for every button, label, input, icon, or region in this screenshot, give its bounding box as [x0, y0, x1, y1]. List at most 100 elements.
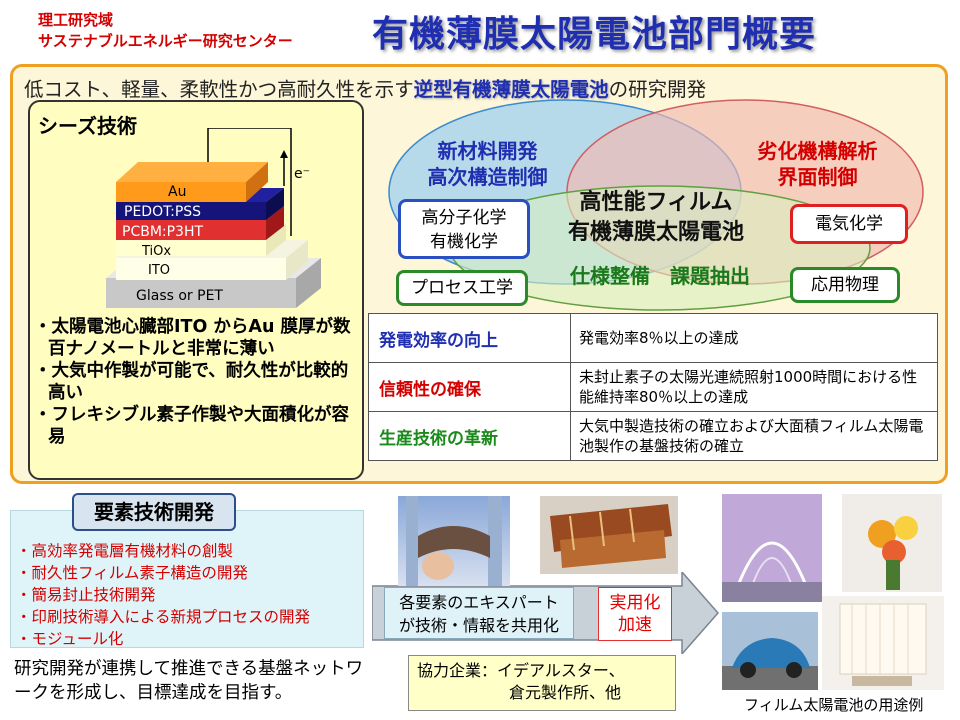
headline-suffix: の研究開発	[608, 78, 707, 101]
list-item: ・簡易封止技術開発	[16, 586, 156, 604]
partners-line1: 協力企業：イデアルスター、	[417, 661, 625, 680]
list-item: ・印刷技術導入による新規プロセスの開発	[16, 608, 311, 626]
goal-value: 未封止素子の太陽光連続照射1000時間における性能維持率80％以上の達成	[570, 362, 938, 412]
au-layer-front	[116, 182, 246, 202]
headline-prefix: 低コスト、軽量、柔軟性かつ高耐久性を示す	[24, 78, 414, 101]
venn-label-center: 高性能フィルム 有機薄膜太陽電池	[556, 188, 756, 248]
pedot-layer-front	[116, 202, 266, 220]
commercialization-line2: 加速	[618, 615, 652, 635]
vase	[886, 560, 900, 590]
flower	[868, 520, 896, 548]
venn-label-specification: 仕様整備 課題抽出	[570, 264, 750, 288]
goal-value: 大気中製造技術の確立および大面積フィルム太陽電池製作の基盤技術の確立	[570, 411, 938, 461]
photo-caption: フィルム太陽電池の用途例	[744, 696, 924, 714]
network-statement: 研究開発が連携して推進できる基盤ネットワークを形成し、目標達成を目指す。	[14, 659, 364, 703]
seeds-bullet: ・太陽電池心臓部ITO からAu 膜厚が数百ナノメートルと非常に薄い	[34, 317, 351, 359]
element-tech-list: ・高効率発電層有機材料の創製 ・耐久性フィルム素子構造の開発 ・簡易封止技術開発…	[16, 540, 310, 650]
layer-label-pcbm: PCBM:P3HT	[122, 224, 203, 240]
page-title: 有機薄膜太陽電池部門概要	[372, 14, 817, 55]
goal-key: 信頼性の確保	[368, 362, 571, 412]
expert-sharing-box: 各要素のエキスパート が技術・情報を共用化	[384, 587, 574, 639]
venn-label-materials-line1: 新材料開発	[437, 139, 538, 163]
seeds-bullets: ・太陽電池心臓部ITO からAu 膜厚が数百ナノメートルと非常に薄い ・大気中作…	[28, 316, 364, 448]
organization-name: 理工研究域 サステナブルエネルギー研究センター	[38, 10, 293, 52]
venn-label-materials: 新材料開発 高次構造制御	[410, 138, 565, 190]
box-polymer-chemistry: 高分子化学 有機化学	[398, 199, 530, 259]
cell-stripe	[599, 511, 605, 547]
photo-glass-arcade	[722, 494, 822, 602]
road	[722, 666, 818, 690]
goal-key: 発電効率の向上	[368, 313, 571, 363]
venn-diagram	[388, 99, 924, 311]
goals-table: 発電効率の向上 発電効率8％以上の達成 信頼性の確保 未封止素子の太陽光連続照射…	[368, 313, 938, 461]
venn-label-degradation-line1: 劣化機構解析	[757, 139, 878, 163]
element-tech-panel	[10, 510, 364, 648]
venn-label-degradation-line2: 界面制御	[777, 165, 858, 189]
wheel	[786, 662, 802, 678]
partners-box: 協力企業：イデアルスター、 倉元製作所、他	[408, 655, 676, 711]
device-stack-diagram: e⁻ Au PEDOT:PSS PCBM:P3HT TiOx ITO Glass…	[106, 128, 321, 308]
table-row: 生産技術の革新 大気中製造技術の確立および大面積フィルム太陽電池製作の基盤技術の…	[368, 411, 938, 461]
venn-label-materials-line2: 高次構造制御	[427, 165, 548, 189]
pcbm-layer-front	[116, 220, 266, 240]
electron-label: e⁻	[294, 166, 310, 182]
box-polymer-line2: 有機化学	[430, 232, 498, 252]
building-column	[406, 496, 418, 586]
org-line-1: 理工研究域	[38, 11, 114, 29]
ito-layer-side	[286, 240, 308, 280]
headline: 低コスト、軽量、柔軟性かつ高耐久性を示す逆型有機薄膜太陽電池の研究開発	[24, 73, 934, 102]
goal-value: 発電効率8％以上の達成	[570, 313, 938, 363]
seeds-title: シーズ技術	[38, 114, 137, 138]
photo-flexible-cell	[398, 496, 510, 586]
box-polymer-line1: 高分子化学	[421, 208, 507, 228]
flower	[894, 516, 918, 540]
photo-blinds	[822, 596, 944, 690]
furniture	[852, 676, 912, 686]
venn-label-center-line2: 有機薄膜太陽電池	[567, 220, 744, 245]
table-row: 信頼性の確保 未封止素子の太陽光連続照射1000時間における性能維持率80％以上…	[368, 362, 938, 412]
list-item: ・高効率発電層有機材料の創製	[16, 542, 234, 560]
flower	[882, 540, 906, 564]
commercialization-line1: 実用化	[609, 593, 661, 613]
box-process-engineering: プロセス工学	[396, 270, 528, 306]
seeds-bullet: ・大気中作製が可能で、耐久性が比較的高い	[34, 361, 349, 403]
goal-key: 生産技術の革新	[368, 411, 571, 461]
car-body	[732, 638, 810, 668]
layer-label-ito: ITO	[148, 263, 170, 278]
circuit-wire	[207, 128, 292, 236]
photo-flowers	[842, 494, 942, 592]
hand	[422, 552, 454, 580]
cell-module	[560, 530, 666, 568]
building-column	[488, 496, 502, 586]
pcbm-layer-side	[266, 206, 284, 240]
box-applied-physics: 応用物理	[790, 267, 900, 303]
expert-line1: 各要素のエキスパート	[399, 593, 559, 612]
ito-layer-front	[116, 258, 286, 280]
pedot-layer-side	[266, 188, 284, 220]
cell-stripe	[569, 515, 575, 551]
venn-label-degradation: 劣化機構解析 界面制御	[730, 138, 905, 190]
arch	[730, 541, 814, 602]
tiox-layer-side	[266, 224, 286, 256]
org-line-2: サステナブルエネルギー研究センター	[38, 32, 293, 50]
glass-layer-side	[296, 258, 321, 308]
glass-layer-front	[106, 278, 296, 308]
venn-label-center-line1: 高性能フィルム	[579, 190, 733, 215]
list-item: ・モジュール化	[16, 630, 124, 648]
list-item: ・耐久性フィルム素子構造の開発	[16, 564, 248, 582]
cell-stripe	[629, 508, 635, 543]
electron-arrowhead	[280, 150, 288, 158]
box-electrochemistry: 電気化学	[790, 204, 908, 244]
table-row: 発電効率の向上 発電効率8％以上の達成	[368, 313, 938, 363]
partners-line2: 倉元製作所、他	[509, 683, 622, 702]
headline-highlight: 逆型有機薄膜太陽電池	[413, 78, 609, 101]
tiox-layer-front	[116, 240, 266, 256]
layer-label-pedot: PEDOT:PSS	[124, 204, 201, 220]
floor	[722, 582, 822, 602]
flexible-cell-film	[418, 526, 490, 558]
expert-line2: が技術・情報を共用化	[398, 616, 559, 635]
element-tech-title: 要素技術開発	[72, 493, 236, 531]
commercialization-box: 実用化 加速	[598, 587, 672, 641]
seeds-bullet: ・フレキシブル素子作製や大面積化が容易	[34, 405, 349, 447]
layer-label-au: Au	[168, 184, 186, 200]
